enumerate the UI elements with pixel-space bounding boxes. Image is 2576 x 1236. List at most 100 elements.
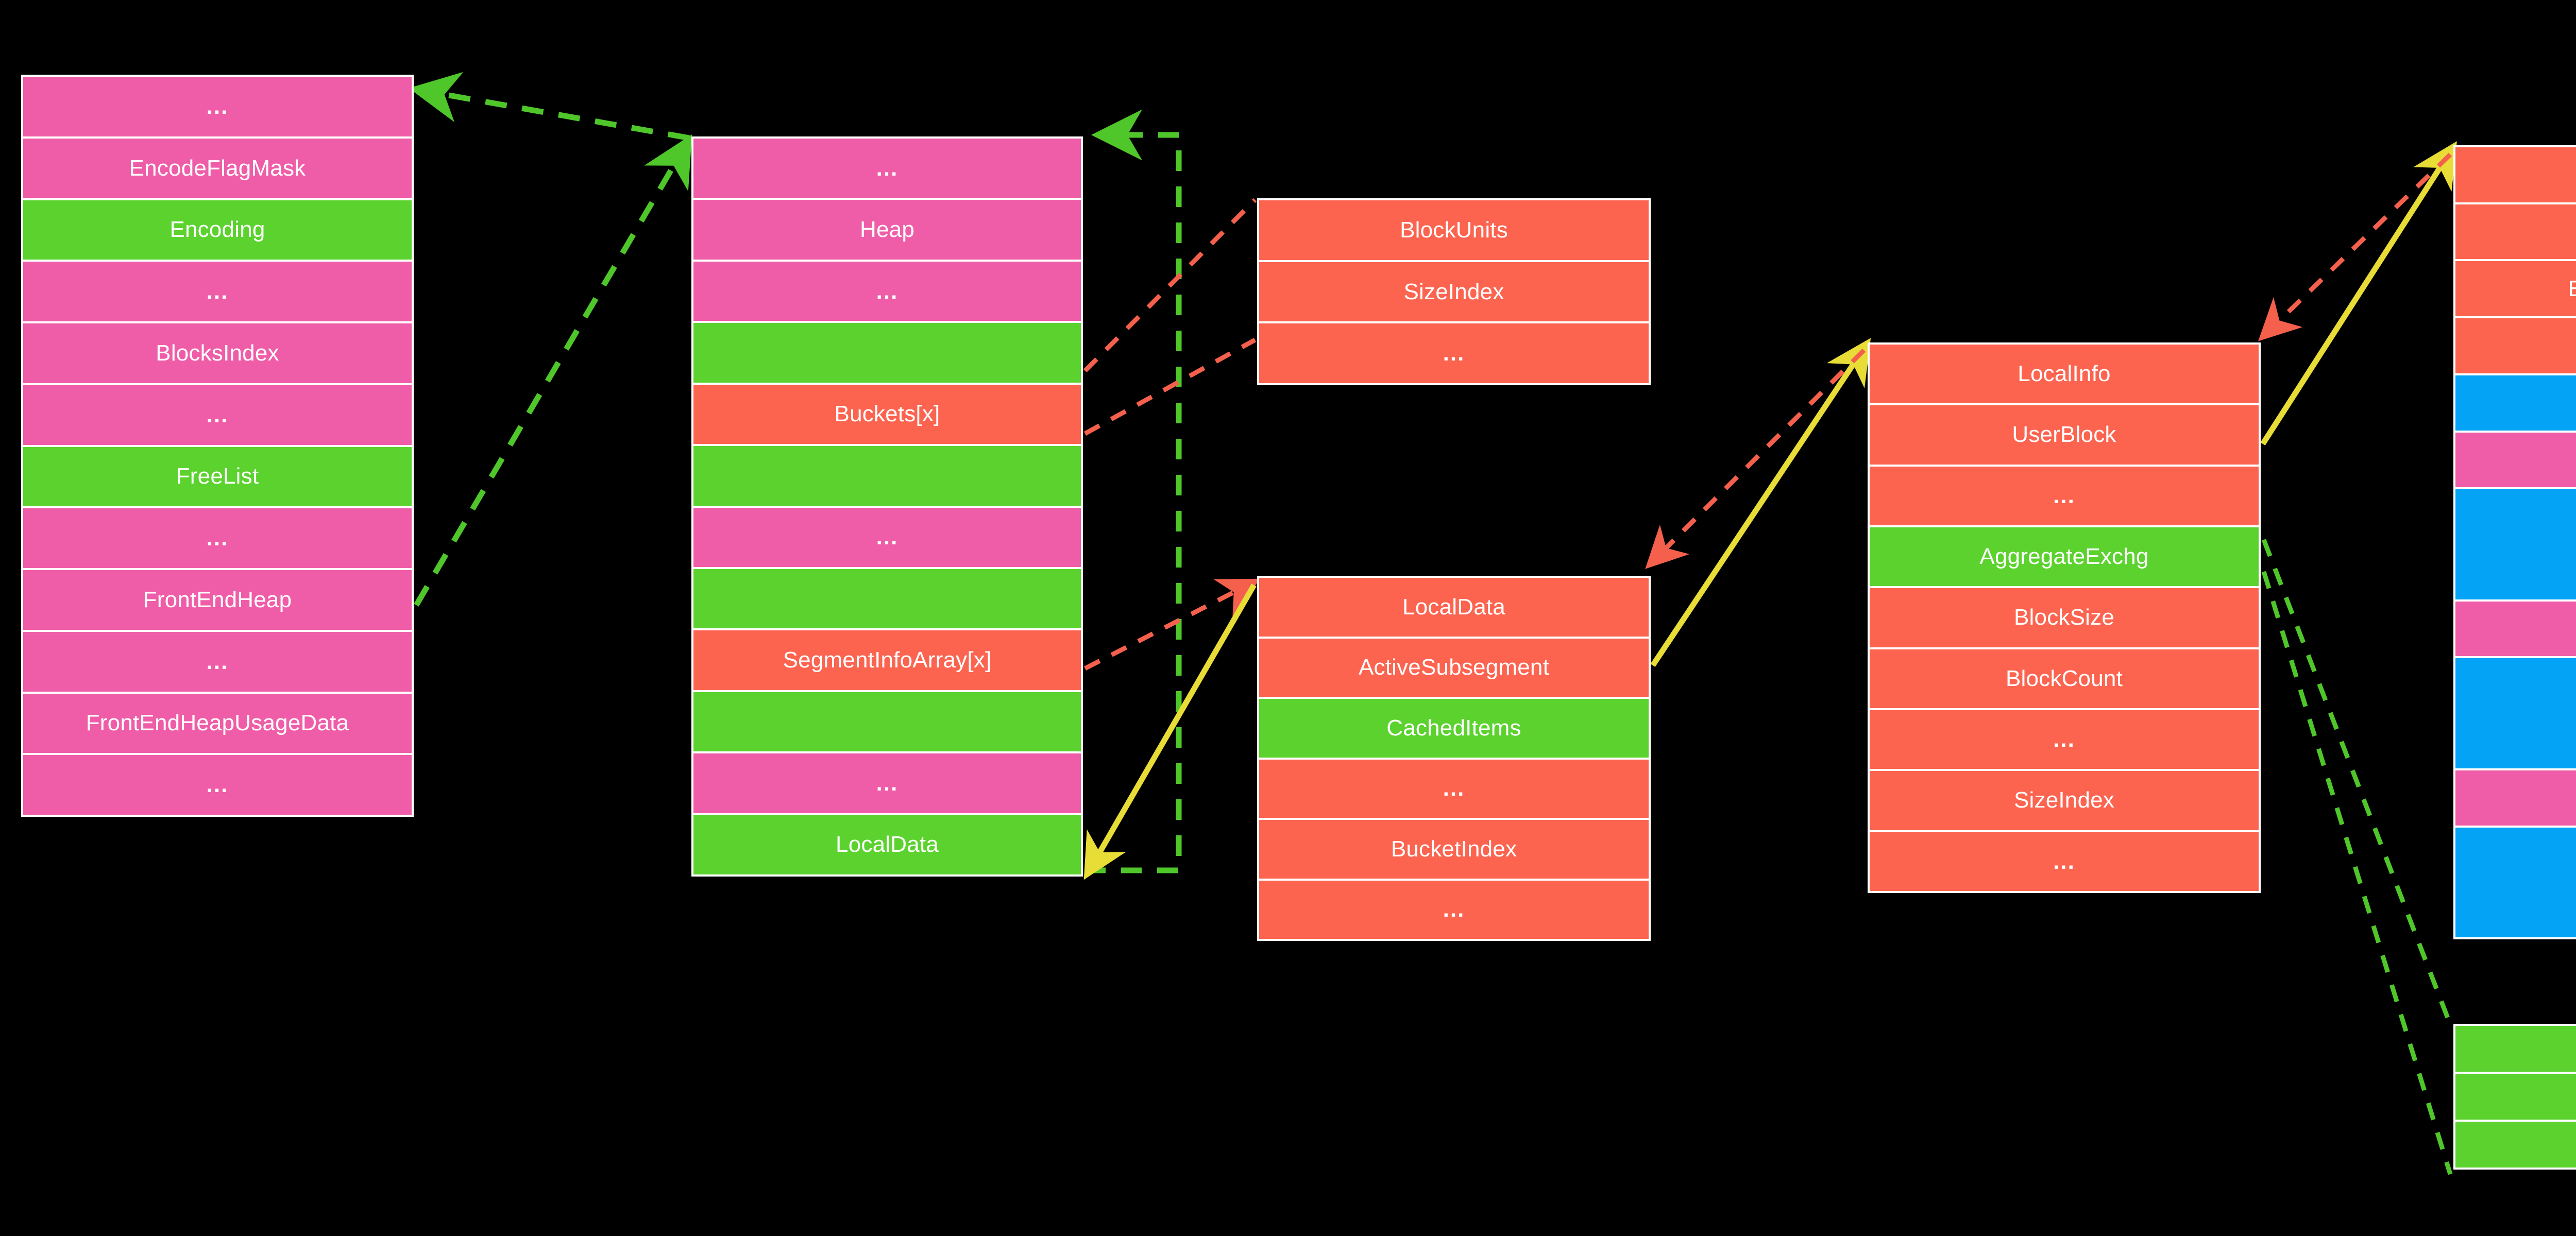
struct-field-row: ... <box>1870 466 2259 527</box>
struct-field-label: ... <box>206 93 229 119</box>
struct-field-row: chunk header <box>2455 432 2576 490</box>
struct-heap-userdata-header: SubSegment... EncodedOffsetsBusyBitmap chu… <box>2453 145 2576 939</box>
struct-field-label: ... <box>876 770 899 796</box>
struct-field-label: FrontEndHeapUsageData <box>86 710 349 736</box>
struct-field-label: LocalInfo <box>2018 361 2111 387</box>
struct-field-row: ... <box>1259 759 1649 820</box>
struct-field-row: ... <box>693 753 1081 815</box>
struct-field-label: BlockCount <box>2005 665 2123 691</box>
struct-field-row <box>2455 489 2576 602</box>
struct-field-row: SizeIndex <box>1259 262 1649 324</box>
struct-field-label: ... <box>206 279 229 304</box>
struct-lfh-heap: ... Heap... Buckets[x]... SegmentInfoArray[… <box>691 136 1083 877</box>
struct-field-label: ... <box>876 155 899 181</box>
struct-field-row: ... <box>2455 204 2576 262</box>
struct-field-row: SegmentInfoArray[x] <box>693 630 1081 692</box>
struct-field-row: ... <box>693 139 1081 200</box>
struct-field-row: BlockSize <box>1870 588 2259 649</box>
struct-field-label: ... <box>2053 848 2075 874</box>
struct-field-label: BucketIndex <box>1391 836 1517 862</box>
struct-field-row: ActiveSubsegment <box>1259 638 1649 699</box>
struct-field-label: SegmentInfoArray[x] <box>783 647 992 673</box>
connector-segmentinfoarray-to-localsegmentinfo <box>1083 578 1261 671</box>
struct-field-row <box>693 446 1081 508</box>
struct-field-label: ... <box>1443 776 1465 801</box>
struct-field-row: BusyBitmap <box>2455 318 2576 375</box>
connector-aggregateexchg-to-interlockseq <box>2261 539 2455 1175</box>
struct-field-label: ... <box>206 772 229 798</box>
struct-field-row: SubSegment <box>2455 147 2576 204</box>
struct-field-row: chunk header <box>2455 601 2576 659</box>
struct-field-label: SizeIndex <box>2013 787 2115 813</box>
connector-localinfo-back-to-localsegmentinfo <box>1645 348 1866 569</box>
struct-field-row: ... <box>1870 710 2259 771</box>
struct-field-row: ... <box>23 262 412 323</box>
struct-field-label: ... <box>206 402 229 427</box>
struct-field-label: ... <box>1443 897 1465 922</box>
struct-field-label: BlockSize <box>2014 605 2114 630</box>
struct-field-label: LocalData <box>1402 594 1505 620</box>
struct-field-label: ... <box>876 524 899 550</box>
struct-field-row: LocalInfo <box>1870 345 2259 406</box>
struct-field-row: Heap <box>693 200 1081 262</box>
connector-localsegmentinfo-to-lfh-localdata <box>1083 583 1257 880</box>
struct-field-row: Buckets[x] <box>693 384 1081 447</box>
connector-subsegment-back <box>2258 152 2452 341</box>
connector-buckets-to-bucket <box>1083 198 1257 436</box>
struct-field-row: ... <box>23 755 412 815</box>
struct-field-row: AggregateExchg <box>1870 527 2259 589</box>
struct-field-row: BlocksIndex <box>23 323 412 385</box>
struct-field-label: ... <box>876 278 899 304</box>
struct-field-row <box>693 323 1081 385</box>
struct-field-row: ... <box>1259 880 1649 939</box>
struct-field-row <box>2455 375 2576 433</box>
struct-field-label: EncodedOffsets <box>2568 277 2576 300</box>
struct-field-label: CachedItems <box>1386 715 1521 741</box>
struct-field-row: BlockCount <box>1870 649 2259 710</box>
struct-field-label: ... <box>206 648 229 674</box>
struct-field-label: BlocksIndex <box>156 340 279 366</box>
struct-field-label: Buckets[x] <box>834 401 940 427</box>
struct-field-label: Encoding <box>170 217 265 243</box>
connector-lfh-to-heap <box>409 72 690 141</box>
struct-interlock-seq: DepthHint (15bit)Lock (1bit) <box>2453 1024 2576 1170</box>
struct-field-label: ... <box>2053 727 2075 752</box>
struct-field-label: ... <box>1443 340 1465 366</box>
struct-field-row: SizeIndex <box>1870 771 2259 832</box>
struct-field-row: LocalData <box>1259 578 1649 639</box>
struct-field-label: BlockUnits <box>1400 217 1508 243</box>
struct-field-row: FrontEndHeapUsageData <box>23 693 412 756</box>
struct-field-row: FreeList <box>23 447 412 509</box>
struct-field-row: ... <box>1259 323 1649 384</box>
connector-userblock-to-userdata <box>2260 141 2457 445</box>
struct-field-row: Depth <box>2455 1026 2576 1074</box>
struct-field-label: ... <box>2053 483 2075 508</box>
struct-field-row <box>693 692 1081 754</box>
struct-field-row: BlockUnits <box>1259 200 1649 262</box>
struct-field-row: ... <box>693 507 1081 569</box>
struct-field-row: ... <box>23 77 412 139</box>
struct-field-row: BucketIndex <box>1259 820 1649 881</box>
struct-field-row: chunk header <box>2455 770 2576 828</box>
struct-field-row: Lock (1bit) <box>2455 1122 2576 1168</box>
struct-field-label: UserBlock <box>2012 422 2116 448</box>
struct-field-label: ... <box>206 525 229 551</box>
struct-field-label: FrontEndHeap <box>143 587 292 612</box>
struct-field-row: ... <box>23 631 412 694</box>
struct-field-label: EncodeFlagMask <box>129 155 306 181</box>
connector-localdata-loop <box>1085 109 1182 873</box>
struct-field-row: FrontEndHeap <box>23 570 412 632</box>
struct-field-label: ActiveSubsegment <box>1358 655 1550 680</box>
struct-field-label: Heap <box>860 217 914 243</box>
struct-field-label: LocalData <box>836 832 939 857</box>
struct-field-label: AggregateExchg <box>1979 544 2149 570</box>
struct-field-row: ... <box>23 508 412 570</box>
struct-field-row <box>2455 827 2576 938</box>
struct-field-row: ... <box>23 385 412 447</box>
struct-field-row: Hint (15bit) <box>2455 1074 2576 1122</box>
struct-field-row: EncodedOffsets <box>2455 261 2576 319</box>
